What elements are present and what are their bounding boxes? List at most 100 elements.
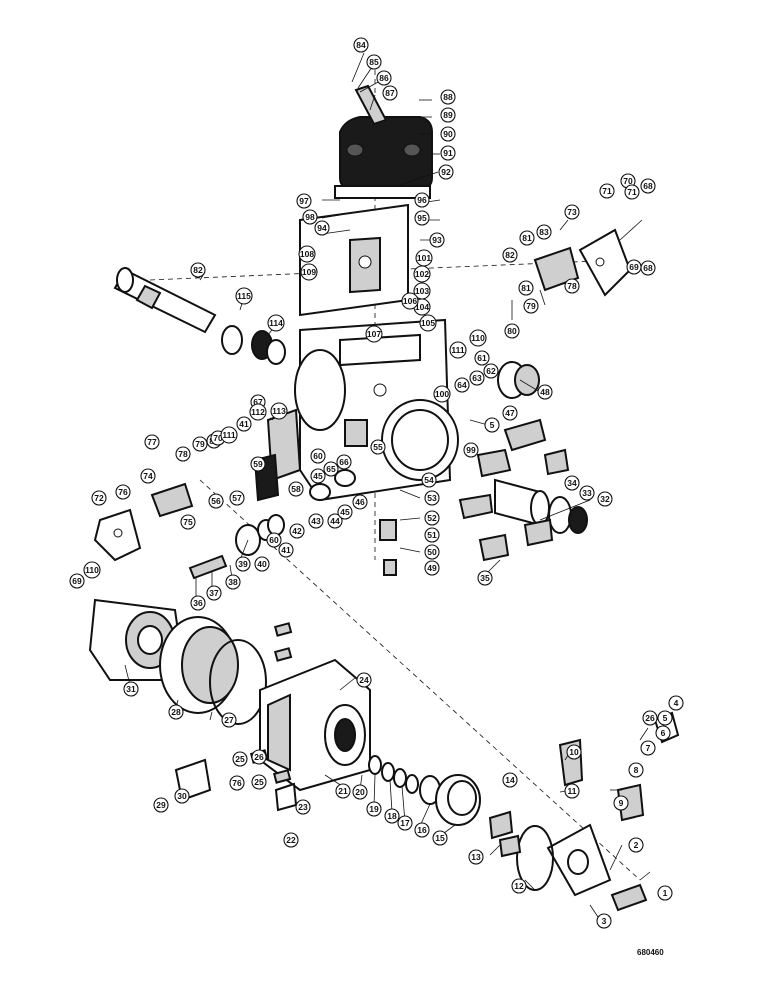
callout-number: 93 [432, 235, 442, 245]
callout-34: 34 [564, 475, 580, 491]
callout-number: 54 [424, 475, 434, 485]
callout-109: 109 [300, 263, 318, 281]
callout-110: 110 [469, 329, 487, 347]
callout-20: 20 [352, 784, 368, 800]
callout-25: 25 [251, 774, 267, 790]
callout-77: 77 [144, 434, 160, 450]
callout-number: 40 [257, 559, 267, 569]
callout-36: 36 [190, 595, 206, 611]
callout-number: 103 [415, 286, 429, 296]
callout-number: 63 [472, 373, 482, 383]
callout-108: 108 [298, 245, 316, 263]
callout-number: 4 [674, 698, 679, 708]
callout-75: 75 [180, 514, 196, 530]
callout-113: 113 [270, 402, 288, 420]
callout-17: 17 [397, 815, 413, 831]
callout-number: 8 [634, 765, 639, 775]
callout-25: 25 [232, 751, 248, 767]
callout-number: 97 [299, 196, 309, 206]
callout-30: 30 [174, 788, 190, 804]
callout-number: 110 [85, 565, 99, 575]
callout-91: 91 [440, 145, 456, 161]
callout-number: 12 [514, 881, 524, 891]
callout-number: 112 [251, 407, 265, 417]
callout-46: 46 [352, 494, 368, 510]
callout-15: 15 [432, 830, 448, 846]
callout-110: 110 [83, 561, 101, 579]
callout-number: 80 [507, 326, 517, 336]
callout-71: 71 [624, 184, 640, 200]
callout-number: 17 [400, 818, 410, 828]
callout-94: 94 [314, 220, 330, 236]
callout-number: 55 [373, 442, 383, 452]
callout-62: 62 [483, 363, 499, 379]
callout-number: 115 [237, 291, 251, 301]
callout-39: 39 [235, 556, 251, 572]
callout-number: 68 [643, 181, 653, 191]
callout-31: 31 [123, 681, 139, 697]
callout-number: 16 [417, 825, 427, 835]
callout-number: 99 [466, 445, 476, 455]
callout-23: 23 [295, 799, 311, 815]
shaft-seal [221, 325, 286, 365]
callout-111: 111 [449, 341, 467, 359]
callout-56: 56 [208, 493, 224, 509]
callout-61: 61 [474, 350, 490, 366]
callout-number: 70 [623, 176, 633, 186]
callout-number: 76 [118, 487, 128, 497]
plunger-cylinder-right [458, 361, 588, 562]
callout-number: 2 [634, 840, 639, 850]
callout-90: 90 [440, 126, 456, 142]
cover-bolt [354, 84, 388, 126]
callout-100: 100 [433, 385, 451, 403]
callout-number: 94 [317, 223, 327, 233]
callout-number: 41 [239, 419, 249, 429]
callout-number: 45 [313, 471, 323, 481]
callout-87: 87 [382, 85, 398, 101]
callout-78: 78 [175, 446, 191, 462]
callout-49: 49 [424, 560, 440, 576]
callout-85: 85 [366, 54, 382, 70]
callout-82: 82 [502, 247, 518, 263]
callout-79: 79 [523, 298, 539, 314]
callout-37: 37 [206, 585, 222, 601]
callout-number: 114 [269, 318, 283, 328]
callout-number: 20 [355, 787, 365, 797]
callout-22: 22 [283, 832, 299, 848]
callout-number: 57 [232, 493, 242, 503]
callout-number: 71 [627, 187, 637, 197]
callout-105: 105 [419, 314, 437, 332]
callout-81: 81 [518, 280, 534, 296]
callout-86: 86 [376, 70, 392, 86]
callout-number: 49 [427, 563, 437, 573]
callout-60: 60 [266, 532, 282, 548]
callout-number: 35 [480, 573, 490, 583]
callout-number: 25 [254, 777, 264, 787]
callout-number: 98 [305, 212, 315, 222]
drive-shaft [113, 267, 217, 334]
callout-5: 5 [657, 710, 673, 726]
callout-2: 2 [628, 837, 644, 853]
callout-number: 19 [369, 804, 379, 814]
callout-number: 14 [505, 775, 515, 785]
callout-number: 24 [359, 675, 369, 685]
callout-19: 19 [366, 801, 382, 817]
callout-27: 27 [221, 712, 237, 728]
callout-66: 66 [336, 454, 352, 470]
callout-number: 88 [443, 92, 453, 102]
callout-38: 38 [225, 574, 241, 590]
callout-number: 104 [415, 302, 429, 312]
callout-114: 114 [267, 314, 285, 332]
callout-47: 47 [502, 405, 518, 421]
callout-82: 82 [190, 262, 206, 278]
callout-number: 79 [195, 439, 205, 449]
callout-number: 29 [156, 800, 166, 810]
callout-48: 48 [537, 384, 553, 400]
callout-number: 74 [143, 471, 153, 481]
callout-71: 71 [599, 183, 615, 199]
callout-number: 102 [415, 269, 429, 279]
callout-63: 63 [469, 370, 485, 386]
callout-number: 66 [339, 457, 349, 467]
callout-59: 59 [250, 456, 266, 472]
